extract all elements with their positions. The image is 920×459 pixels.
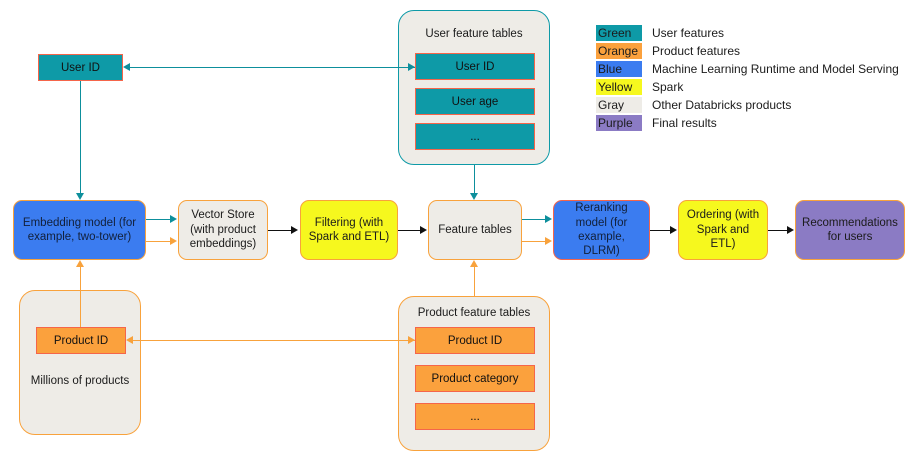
user-feature-row-user-id[interactable]: User ID [415, 53, 535, 80]
recommendations-box[interactable]: Recommendations for users [795, 200, 905, 260]
arrowhead-productfeatures-to-featuretables [469, 260, 478, 267]
vector-store-box[interactable]: Vector Store (with product embeddings) [178, 200, 268, 260]
embedding-model-box[interactable]: Embedding model (for example, two-tower) [13, 200, 146, 260]
arrowhead-ordering-to-recommendations [787, 225, 794, 234]
legend-swatch-green: Green [596, 24, 642, 41]
arrowhead-filtering-to-featuretables [420, 225, 427, 234]
legend-label-orange: Product features [652, 43, 741, 58]
edge-userfeatures-to-userid [130, 67, 415, 68]
user-feature-tables-title: User feature tables [425, 28, 523, 40]
legend-label-purple: Final results [652, 115, 717, 130]
millions-of-products-label: Millions of products [30, 375, 130, 387]
arrowhead-reranking-to-ordering [670, 225, 677, 234]
legend-swatch-gray: Gray [596, 96, 642, 113]
legend-item-purple: Purple Final results [596, 114, 899, 131]
legend-label-gray: Other Databricks products [652, 97, 792, 112]
legend-swatch-orange: Orange [596, 42, 642, 59]
feature-tables-box[interactable]: Feature tables [428, 200, 522, 260]
arrowhead-into-user-id-cell [408, 62, 415, 71]
legend-swatch-yellow: Yellow [596, 78, 642, 95]
arrowhead-productid-to-embedding [75, 260, 84, 267]
edge-featuretables-to-reranking-teal [522, 219, 546, 220]
arrowhead-vectorstore-to-filtering [291, 225, 298, 234]
reranking-model-box[interactable]: Reranking model (for example, DLRM) [553, 200, 650, 260]
user-feature-row-user-age[interactable]: User age [415, 88, 535, 115]
legend-label-yellow: Spark [652, 79, 684, 94]
edge-embedding-to-vectorstore-orange [146, 241, 171, 242]
legend-item-yellow: Yellow Spark [596, 78, 899, 95]
product-feature-row-product-category[interactable]: Product category [415, 365, 535, 392]
arrowhead-embedding-to-vectorstore-teal [170, 214, 177, 223]
product-feature-row-product-id[interactable]: Product ID [415, 327, 535, 354]
edge-userfeatures-to-featuretables [474, 165, 475, 193]
edge-featuretables-to-reranking-orange [522, 241, 546, 242]
product-feature-tables-title: Product feature tables [417, 307, 531, 319]
legend-item-gray: Gray Other Databricks products [596, 96, 899, 113]
arrowhead-featuretables-to-reranking-orange [545, 236, 552, 245]
arrowhead-userfeatures-to-featuretables [469, 193, 478, 200]
legend-swatch-blue: Blue [596, 60, 642, 77]
arrowhead-into-product-id-cell [408, 335, 415, 344]
product-feature-row-ellipsis[interactable]: ... [415, 403, 535, 430]
arrowhead-userid-to-embedding [75, 193, 84, 200]
arrowhead-userfeatures-to-userid [123, 62, 130, 71]
ordering-box[interactable]: Ordering (with Spark and ETL) [678, 200, 768, 260]
legend-item-orange: Orange Product features [596, 42, 899, 59]
edge-embedding-to-vectorstore-teal [146, 219, 171, 220]
user-id-box[interactable]: User ID [38, 54, 123, 81]
edge-vectorstore-to-filtering [268, 230, 292, 231]
legend-swatch-purple: Purple [596, 114, 642, 131]
edge-productfeatures-to-featuretables [474, 267, 475, 296]
edge-filtering-to-featuretables [398, 230, 421, 231]
user-feature-row-ellipsis[interactable]: ... [415, 123, 535, 150]
legend-label-green: User features [652, 25, 725, 40]
arrowhead-featuretables-to-reranking-teal [545, 214, 552, 223]
arrowhead-embedding-to-vectorstore-orange [170, 236, 177, 245]
filtering-box[interactable]: Filtering (with Spark and ETL) [300, 200, 398, 260]
legend-label-blue: Machine Learning Runtime and Model Servi… [652, 61, 899, 76]
legend-item-green: Green User features [596, 24, 899, 41]
legend-item-blue: Blue Machine Learning Runtime and Model … [596, 60, 899, 77]
edge-productfeatures-to-productid [133, 340, 415, 341]
edge-userid-to-embedding [80, 81, 81, 193]
legend: Green User features Orange Product featu… [596, 24, 899, 132]
product-id-box[interactable]: Product ID [36, 327, 126, 354]
edge-reranking-to-ordering [650, 230, 671, 231]
edge-productid-to-embedding [80, 267, 81, 327]
arrowhead-productfeatures-to-productid [126, 335, 133, 344]
edge-ordering-to-recommendations [768, 230, 788, 231]
